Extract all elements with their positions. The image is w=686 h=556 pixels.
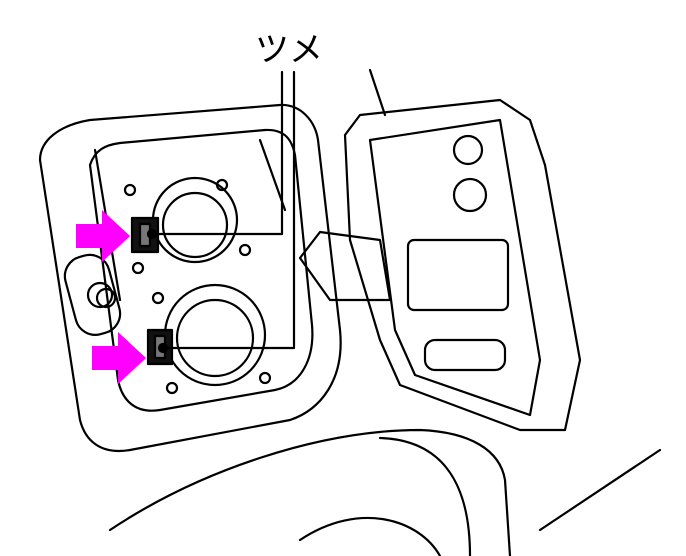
upper-inlet xyxy=(123,176,252,275)
claw-label: ツメ xyxy=(255,30,323,70)
callout-lines xyxy=(150,70,296,350)
arrows xyxy=(76,210,146,384)
fuel-lid xyxy=(298,68,582,432)
lower-clip-arrow xyxy=(92,332,146,384)
fuel-housing xyxy=(38,103,342,453)
upper-clip-arrow xyxy=(76,210,130,262)
car-body-lines xyxy=(108,428,662,556)
